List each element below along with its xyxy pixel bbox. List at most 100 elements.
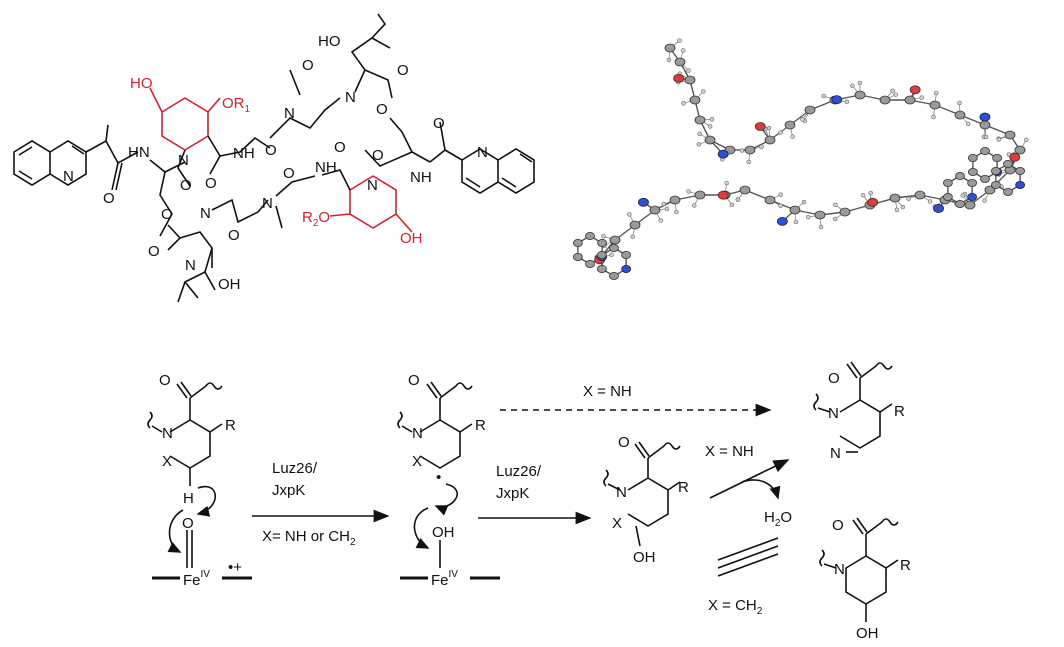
s2-r: R — [475, 417, 486, 434]
n-me-bottom-left: N — [185, 257, 196, 274]
crystal-hydrogen — [860, 192, 866, 198]
crystal-carbon — [789, 205, 801, 215]
crystal-hydrogen — [957, 100, 962, 106]
crystal-hydrogen — [996, 137, 1002, 142]
crystal-carbon — [669, 195, 681, 205]
s1-radical: •+ — [228, 559, 242, 576]
p1-o: O — [828, 370, 840, 387]
crystal-carbon — [967, 153, 978, 162]
crystal-hydrogen — [893, 92, 899, 97]
n-top: N — [345, 89, 356, 106]
crystal-hydrogen — [696, 142, 702, 147]
crystal-hydrogen — [919, 95, 925, 100]
s1-oxo: O — [182, 515, 194, 532]
crystal-hydrogen — [609, 252, 614, 257]
crystal-hydrogen — [681, 101, 686, 106]
arrow2-enzyme-2: JxpK — [496, 485, 529, 502]
crystal-carbon — [694, 115, 706, 125]
crystal-carbon — [621, 250, 632, 259]
crystal-hydrogen — [666, 57, 672, 63]
crystal-hydrogen — [735, 197, 741, 202]
crystal-carbon — [967, 167, 978, 176]
product-tetrahydropyridazine — [813, 361, 893, 453]
crystal-nitrogen — [776, 216, 788, 226]
n-piperidine-left: N — [178, 152, 189, 169]
crystal-hydrogen — [729, 202, 735, 208]
crystal-hydrogen — [844, 99, 850, 105]
crystal-hydrogen — [818, 224, 824, 230]
s1-o: O — [159, 372, 171, 389]
crystal-hydrogen — [982, 198, 987, 203]
crystal-hydrogen — [790, 134, 795, 139]
crystal-carbon — [1014, 145, 1026, 155]
crystal-oxygen — [754, 122, 766, 131]
crystal-carbon — [992, 153, 1003, 162]
s1-r: R — [225, 417, 236, 434]
crystal-carbon — [979, 120, 991, 130]
hn-left: HN — [128, 144, 150, 161]
crystal-carbon — [744, 145, 756, 155]
crystal-hydrogen — [927, 199, 933, 204]
co-pip-right: O — [334, 139, 346, 156]
crystal-carbon — [694, 190, 706, 200]
crystal-carbon — [879, 95, 891, 105]
crystal-hydrogen — [759, 144, 764, 150]
crystal-carbon — [1003, 187, 1013, 196]
r2o-label: R2O — [302, 209, 330, 229]
crystal-hydrogen — [724, 180, 729, 186]
crystal-hydrogen — [805, 214, 811, 220]
co-bottom: O — [228, 227, 240, 244]
crystal-hydrogen — [658, 218, 664, 223]
crystal-oxygen — [1009, 152, 1021, 162]
crystal-hydrogen — [801, 199, 807, 205]
crystal-nitrogen — [717, 149, 729, 159]
co-top: O — [302, 57, 314, 74]
arrow3-water: H2O — [764, 509, 792, 529]
quinoline-n-right: N — [477, 144, 488, 161]
or1-label: OR1 — [222, 95, 251, 115]
p1-n2: N — [830, 445, 841, 462]
equiv-label: X = CH2 — [708, 597, 763, 617]
crystal-nitrogen — [831, 95, 843, 105]
hydroxylated-3 — [603, 441, 681, 547]
crystal-oxygen — [673, 73, 685, 83]
arrow2-enzyme-1: Luz26/ — [496, 463, 542, 480]
crystal-carbon — [839, 207, 851, 217]
ester-o-top: O — [376, 101, 388, 118]
crystal-nitrogen — [1015, 180, 1026, 189]
crystal-carbon — [1015, 166, 1026, 175]
crystal-carbon — [664, 43, 676, 53]
s2-fe: FeIV — [431, 569, 458, 589]
crystal-hydrogen — [800, 117, 805, 122]
crystal-oxygen — [909, 85, 921, 95]
dashed-arrow-label: X = NH — [583, 383, 632, 400]
crystal-hydrogen — [707, 124, 713, 129]
crystal-nitrogen — [967, 192, 978, 201]
crystal-carbon — [674, 57, 686, 67]
s2-x: X — [412, 453, 422, 470]
crystal-nitrogen — [979, 112, 991, 122]
piperidine-left — [149, 87, 221, 151]
crystal-carbon — [929, 100, 941, 110]
crystal-carbon — [684, 75, 696, 85]
crystal-hydrogen — [778, 203, 783, 209]
crystal-hydrogen — [627, 212, 632, 217]
crystal-carbon — [585, 259, 595, 268]
crystal-carbon — [585, 231, 595, 240]
crystal-hydrogen — [766, 125, 772, 131]
crystal-carbon — [596, 264, 607, 273]
p1-r: R — [894, 403, 905, 420]
crystal-carbon — [990, 166, 1001, 175]
crystal-hydrogen — [894, 207, 900, 213]
crystal-carbon — [597, 238, 608, 247]
crystal-hydrogen — [1024, 137, 1029, 143]
crystal-hydrogen — [674, 209, 679, 215]
crystal-oxygen — [717, 190, 729, 200]
amide-o-left: O — [103, 190, 115, 207]
crystal-carbon — [814, 210, 826, 220]
crystal-hydrogen — [701, 89, 706, 94]
crystal-carbon — [784, 120, 796, 130]
crystal-hydrogen — [664, 206, 670, 212]
quinoline-left — [13, 124, 139, 186]
